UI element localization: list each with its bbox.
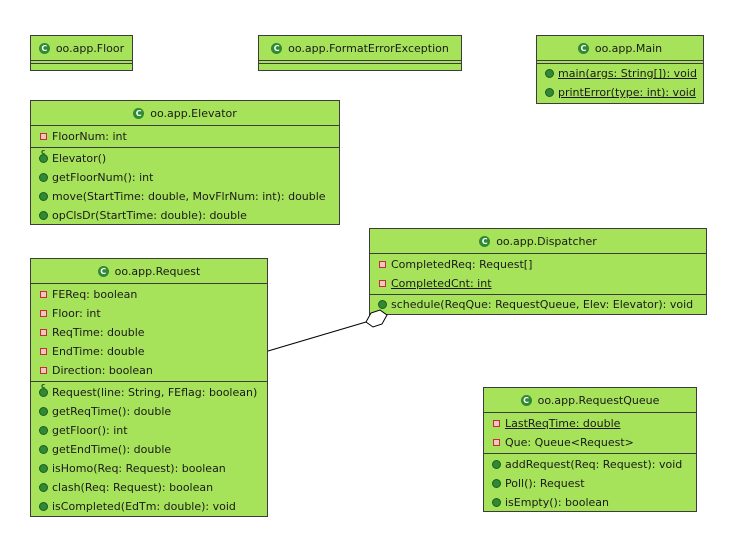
aggregation-diamond <box>365 309 388 328</box>
method-signature: printError(type: int): void <box>558 86 696 99</box>
method-signature: Request(line: String, FEflag: boolean) <box>52 386 258 399</box>
method-is-empty[interactable]: isEmpty(): boolean <box>484 493 696 512</box>
method-signature: isEmpty(): boolean <box>505 496 610 509</box>
method-signature: Poll(): Request <box>505 477 585 490</box>
method-signature: addRequest(Req: Request): void <box>505 458 683 471</box>
class-name: oo.app.FormatErrorException <box>288 41 449 55</box>
method-signature: getEndTime(): double <box>52 443 172 456</box>
method-is-completed[interactable]: isCompleted(EdTm: double): void <box>31 497 267 516</box>
class-name: oo.app.Elevator <box>150 106 237 120</box>
method-get-end-time[interactable]: getEndTime(): double <box>31 440 267 459</box>
class-icon: C <box>520 394 532 406</box>
aggregation-line[interactable] <box>267 321 367 352</box>
attribute-last-req-time[interactable]: LastReqTime: double <box>484 414 696 433</box>
method-op-cls-dr[interactable]: opClsDr(StartTime: double): double <box>31 206 339 225</box>
method-elevator-constructor[interactable]: Elevator() <box>31 148 339 168</box>
method-clash[interactable]: clash(Req: Request): boolean <box>31 478 267 497</box>
method-add-request[interactable]: addRequest(Req: Request): void <box>484 455 696 474</box>
method-signature: clash(Req: Request): boolean <box>52 481 214 494</box>
method-move[interactable]: move(StartTime: double, MovFlrNum: int):… <box>31 187 339 206</box>
method-get-floor[interactable]: getFloor(): int <box>31 421 267 440</box>
class-icon: C <box>133 107 145 119</box>
method-signature: schedule(ReqQue: RequestQueue, Elev: Ele… <box>391 298 694 311</box>
attribute-end-time[interactable]: EndTime: double <box>31 342 267 361</box>
attribute-fe-req[interactable]: FEReq: boolean <box>31 285 267 304</box>
attribute-signature: ReqTime: double <box>52 326 145 339</box>
method-signature: getReqTime(): double <box>52 405 172 418</box>
class-name: oo.app.Floor <box>55 41 125 55</box>
attribute-completed-cnt[interactable]: CompletedCnt: int <box>370 274 706 293</box>
method-poll[interactable]: Poll(): Request <box>484 474 696 493</box>
method-signature: move(StartTime: double, MovFlrNum: int):… <box>52 190 326 203</box>
attribute-signature: CompletedCnt: int <box>391 277 492 290</box>
attribute-que[interactable]: Que: Queue<Request> <box>484 433 696 452</box>
method-get-floor-num[interactable]: getFloorNum(): int <box>31 168 339 187</box>
attribute-req-time[interactable]: ReqTime: double <box>31 323 267 342</box>
method-signature: opClsDr(StartTime: double): double <box>52 209 247 222</box>
class-icon: C <box>97 265 109 277</box>
method-is-homo[interactable]: isHomo(Req: Request): boolean <box>31 459 267 478</box>
attribute-floor[interactable]: Floor: int <box>31 304 267 323</box>
class-name: oo.app.Main <box>594 41 663 55</box>
class-elevator[interactable]: Coo.app.Elevator FloorNum: int Elevator(… <box>30 100 340 225</box>
method-signature: main(args: String[]): void <box>558 67 697 80</box>
attribute-signature: LastReqTime: double <box>505 417 621 430</box>
method-signature: Elevator() <box>52 152 107 165</box>
method-signature: isCompleted(EdTm: double): void <box>52 500 236 513</box>
class-name: oo.app.RequestQueue <box>537 393 660 407</box>
method-print-error[interactable]: printError(type: int): void <box>537 83 703 102</box>
method-signature: getFloor(): int <box>52 424 128 437</box>
constructor-icon <box>38 148 48 163</box>
attribute-signature: CompletedReq: Request[] <box>391 258 533 271</box>
class-icon: C <box>577 42 589 54</box>
class-name: oo.app.Request <box>114 264 201 278</box>
attribute-signature: Que: Queue<Request> <box>505 436 634 449</box>
method-signature: isHomo(Req: Request): boolean <box>52 462 226 475</box>
attribute-completed-req[interactable]: CompletedReq: Request[] <box>370 255 706 274</box>
method-schedule[interactable]: schedule(ReqQue: RequestQueue, Elev: Ele… <box>370 295 706 314</box>
method-request-constructor[interactable]: Request(line: String, FEflag: boolean) <box>31 382 267 402</box>
attribute-signature: EndTime: double <box>52 345 145 358</box>
attribute-direction[interactable]: Direction: boolean <box>31 361 267 380</box>
attribute-signature: FloorNum: int <box>52 130 127 143</box>
constructor-icon <box>38 382 48 397</box>
attribute-signature: Floor: int <box>52 307 101 320</box>
attribute-signature: FEReq: boolean <box>52 288 138 301</box>
class-icon: C <box>38 42 50 54</box>
class-icon: C <box>479 235 491 247</box>
class-name: oo.app.Dispatcher <box>496 234 597 248</box>
method-get-req-time[interactable]: getReqTime(): double <box>31 402 267 421</box>
attribute-signature: Direction: boolean <box>52 364 153 377</box>
class-icon: C <box>271 42 283 54</box>
method-main[interactable]: main(args: String[]): void <box>537 64 703 83</box>
method-signature: getFloorNum(): int <box>52 171 154 184</box>
attribute-floor-num[interactable]: FloorNum: int <box>31 127 339 146</box>
